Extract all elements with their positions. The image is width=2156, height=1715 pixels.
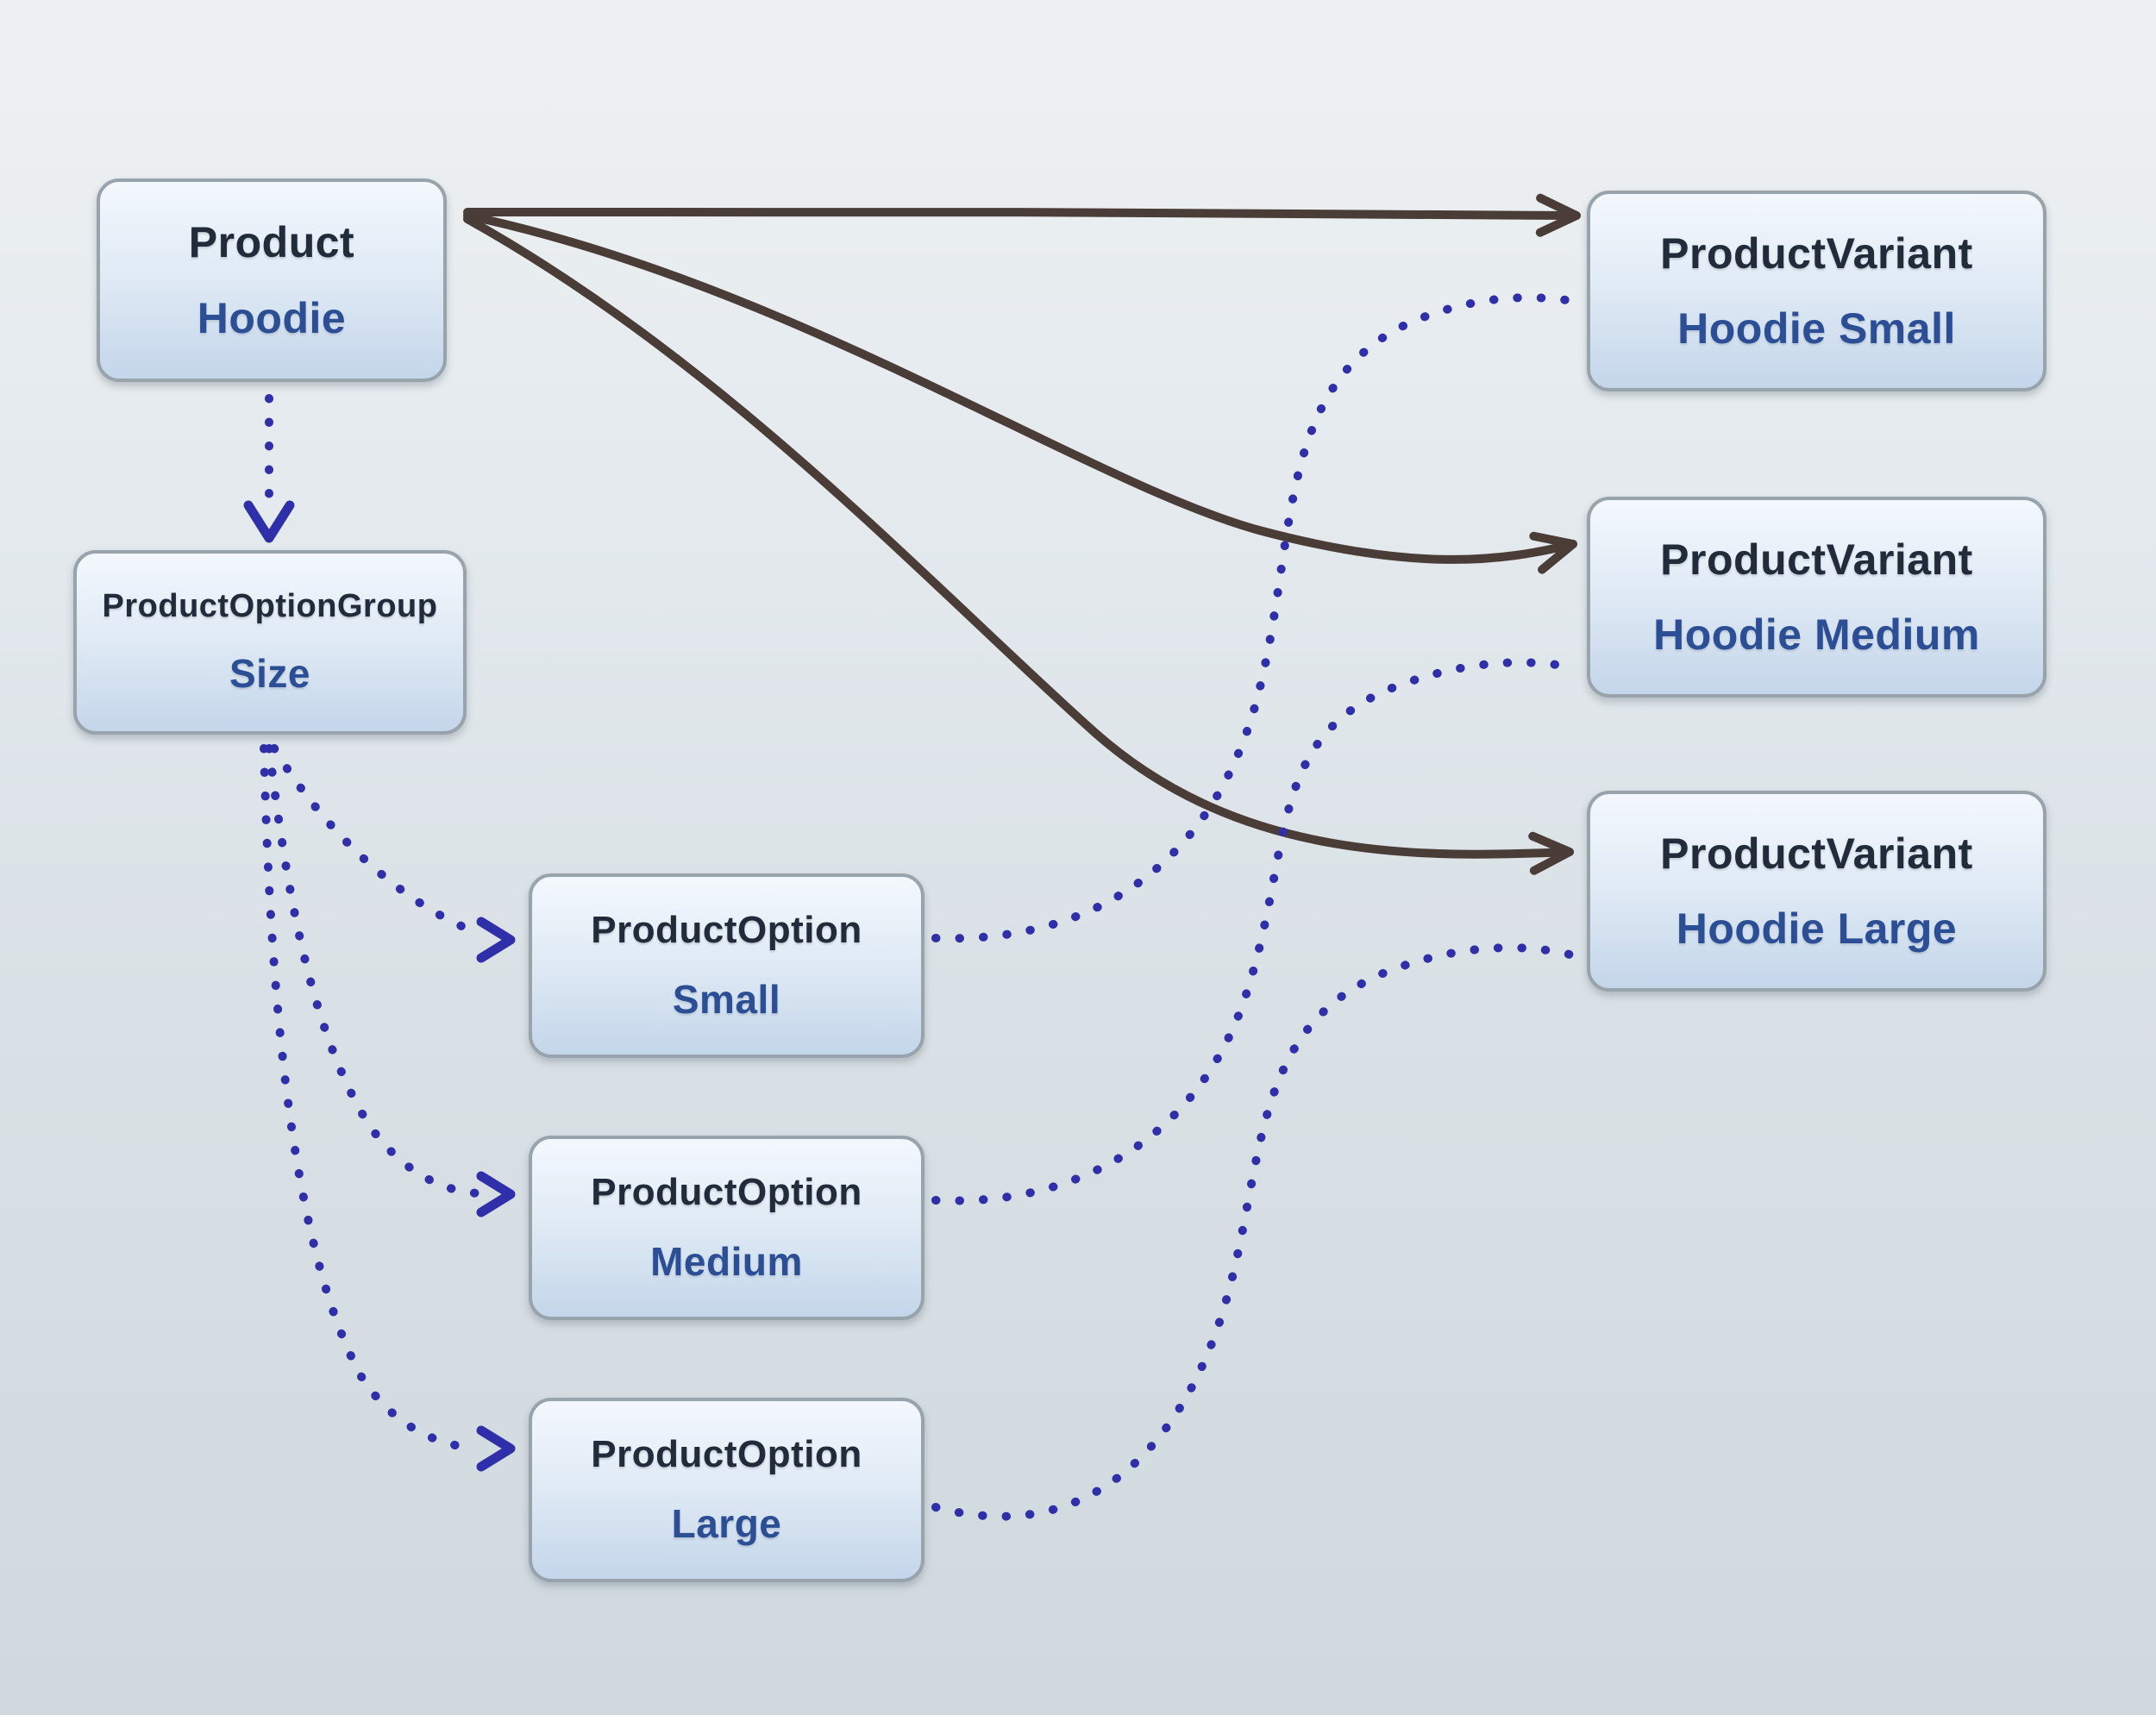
node-option-group-name: Size (229, 651, 311, 697)
node-variant-medium-type: ProductVariant (1660, 535, 1973, 584)
node-product-option-large: ProductOption Large (529, 1398, 924, 1582)
node-product-type: Product (188, 217, 355, 266)
node-option-small-type: ProductOption (591, 909, 862, 952)
edge-group-option-large (260, 744, 482, 1453)
edge-product-variant-large (463, 215, 1574, 875)
node-option-large-name: Large (671, 1500, 782, 1546)
node-variant-large-name: Hoodie Large (1676, 904, 1958, 954)
node-product-variant-small: ProductVariant Hoodie Small (1587, 191, 2046, 391)
node-product-option-group: ProductOptionGroup Size (73, 550, 467, 735)
down-arrowhead-icon (243, 500, 295, 543)
node-option-medium-type: ProductOption (591, 1171, 862, 1214)
node-product-option-small: ProductOption Small (529, 873, 924, 1058)
node-product: Product Hoodie (97, 178, 447, 382)
node-product-option-medium: ProductOption Medium (529, 1136, 924, 1320)
edge-product-variant-medium (463, 211, 1577, 574)
node-variant-medium-name: Hoodie Medium (1653, 610, 1980, 660)
chevron-arrowhead-icon (476, 917, 516, 963)
node-option-small-name: Small (672, 976, 781, 1022)
node-product-name: Hoodie (197, 294, 347, 343)
node-product-variant-large: ProductVariant Hoodie Large (1587, 791, 2046, 992)
edge-product-variant-small (463, 193, 1581, 237)
node-variant-large-type: ProductVariant (1660, 829, 1973, 878)
edge-group-option-medium (265, 744, 482, 1198)
node-option-medium-name: Medium (650, 1238, 803, 1284)
edge-group-option-small (270, 744, 482, 937)
edge-option-large-variant-large (931, 943, 1577, 1521)
chevron-arrowhead-icon (476, 1425, 516, 1472)
chevron-arrowhead-icon (476, 1171, 516, 1217)
node-option-large-type: ProductOption (591, 1433, 862, 1476)
edge-option-small-variant-small (931, 293, 1577, 943)
node-option-group-type: ProductOptionGroup (102, 587, 438, 624)
node-variant-small-name: Hoodie Small (1677, 304, 1956, 354)
node-product-variant-medium: ProductVariant Hoodie Medium (1587, 497, 2046, 698)
node-variant-small-type: ProductVariant (1660, 228, 1973, 278)
